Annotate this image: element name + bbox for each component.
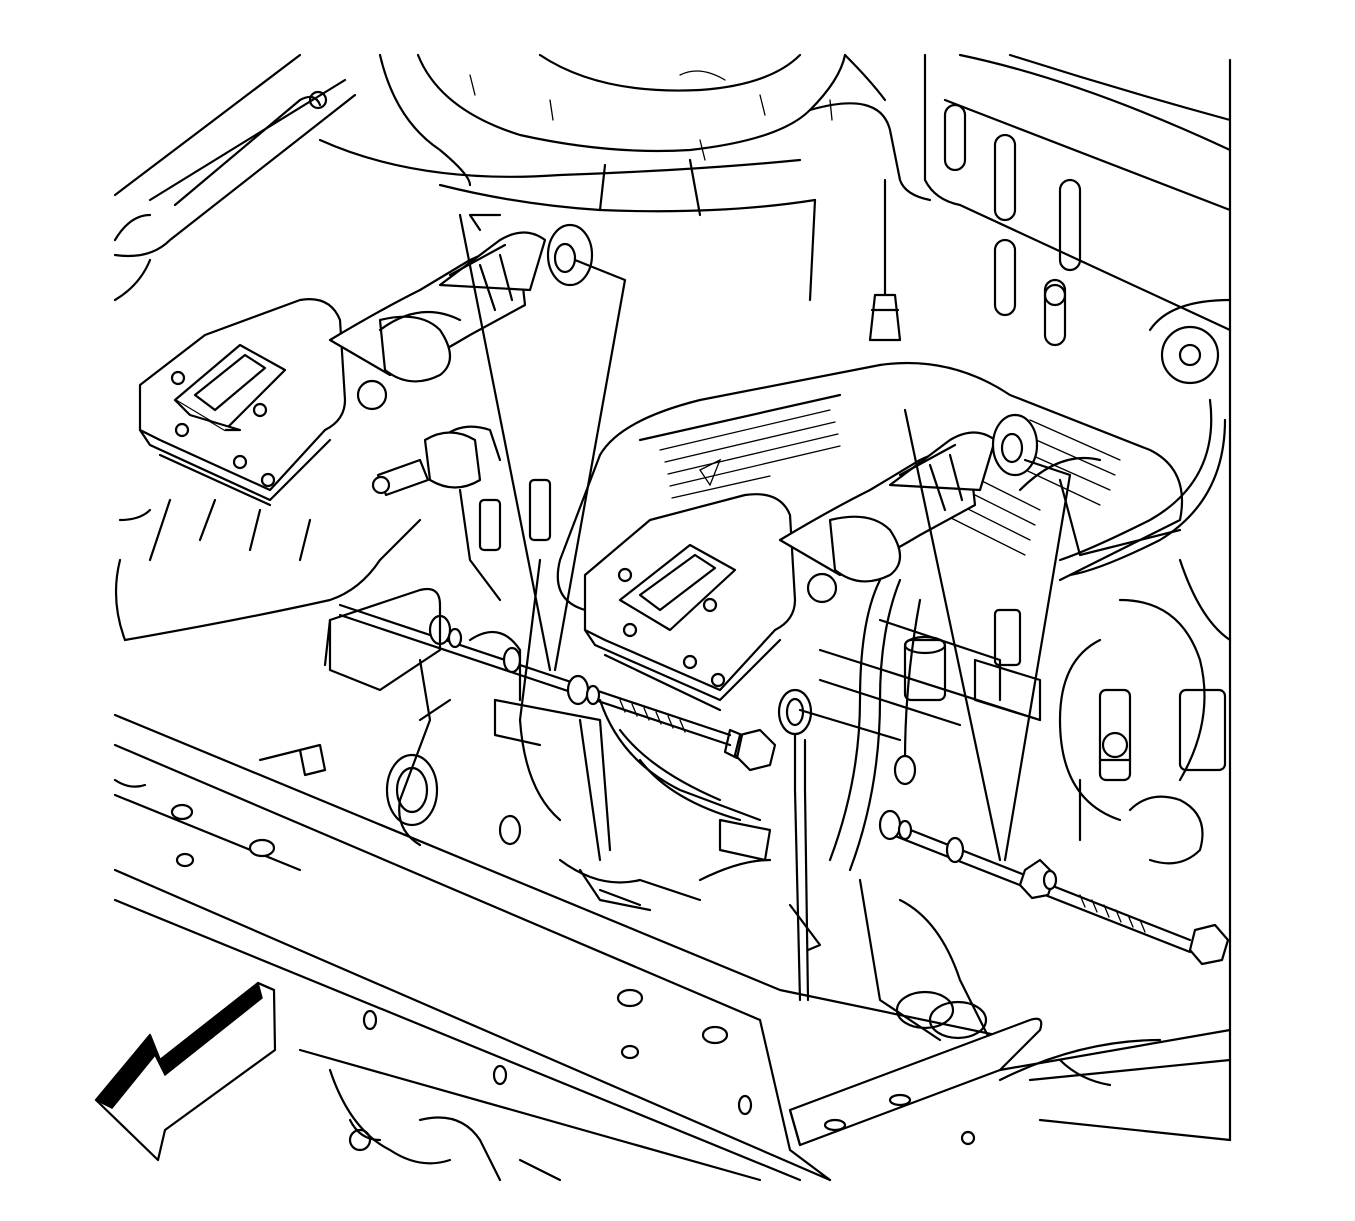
engine-mount-bracket-upper	[138, 223, 594, 507]
fender-panel	[113, 53, 357, 302]
direction-arrow-icon	[94, 981, 277, 1162]
engine-mount-bracket-lower	[583, 413, 1039, 712]
assembly-guide-lines	[458, 178, 1072, 862]
wiring-harness	[828, 398, 1232, 872]
firewall-right	[923, 53, 1232, 1142]
frame-crossmember	[113, 713, 1232, 1182]
through-bolt-lower	[878, 754, 1230, 966]
through-bolt-upper	[338, 603, 777, 772]
dipstick	[777, 688, 822, 1002]
lower-suspension-parts	[328, 1058, 1112, 1182]
left-wheel-well	[114, 310, 462, 642]
engine-cover	[556, 361, 1184, 612]
lower-engine-components	[258, 425, 992, 1042]
strut-tower	[318, 53, 932, 302]
engine-block	[518, 478, 1182, 862]
